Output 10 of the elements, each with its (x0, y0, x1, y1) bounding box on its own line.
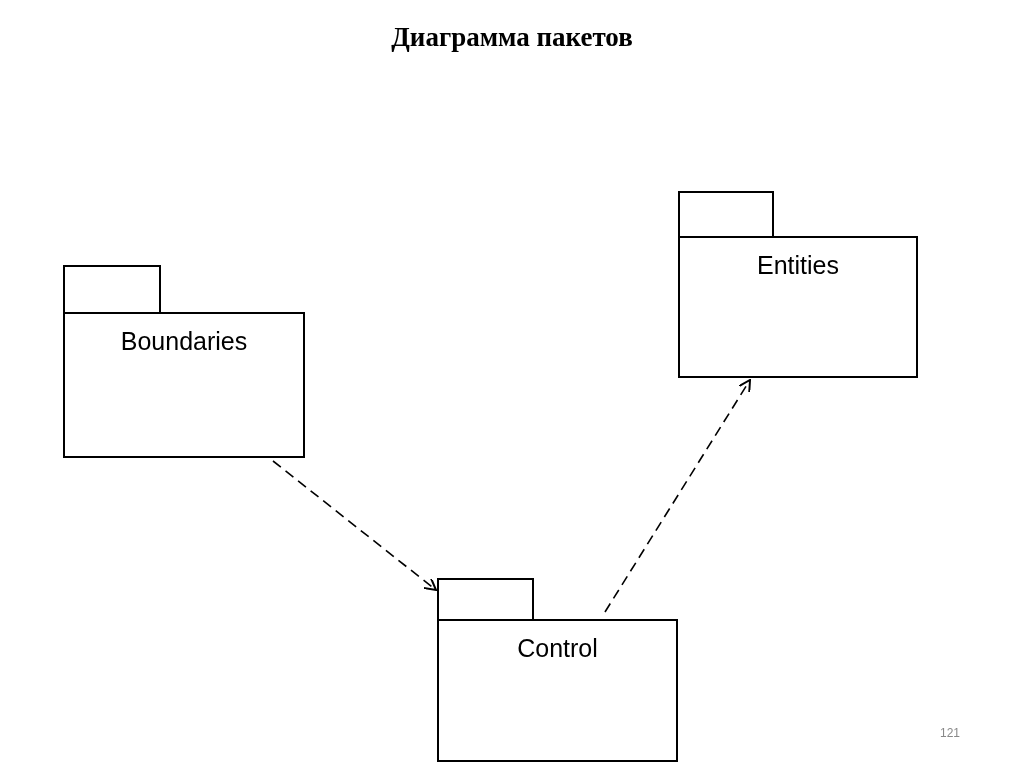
diagram-title: Диаграмма пакетов (390, 22, 634, 53)
package-shape (63, 265, 305, 458)
package-name: Boundaries (119, 327, 249, 356)
package-name: Control (516, 634, 599, 663)
dependency-arrow (604, 379, 751, 613)
page-number: 121 (940, 726, 961, 740)
package-shape (678, 191, 918, 378)
dependency-arrow (272, 460, 437, 591)
package-name: Entities (756, 251, 840, 280)
package-shape (437, 578, 678, 762)
